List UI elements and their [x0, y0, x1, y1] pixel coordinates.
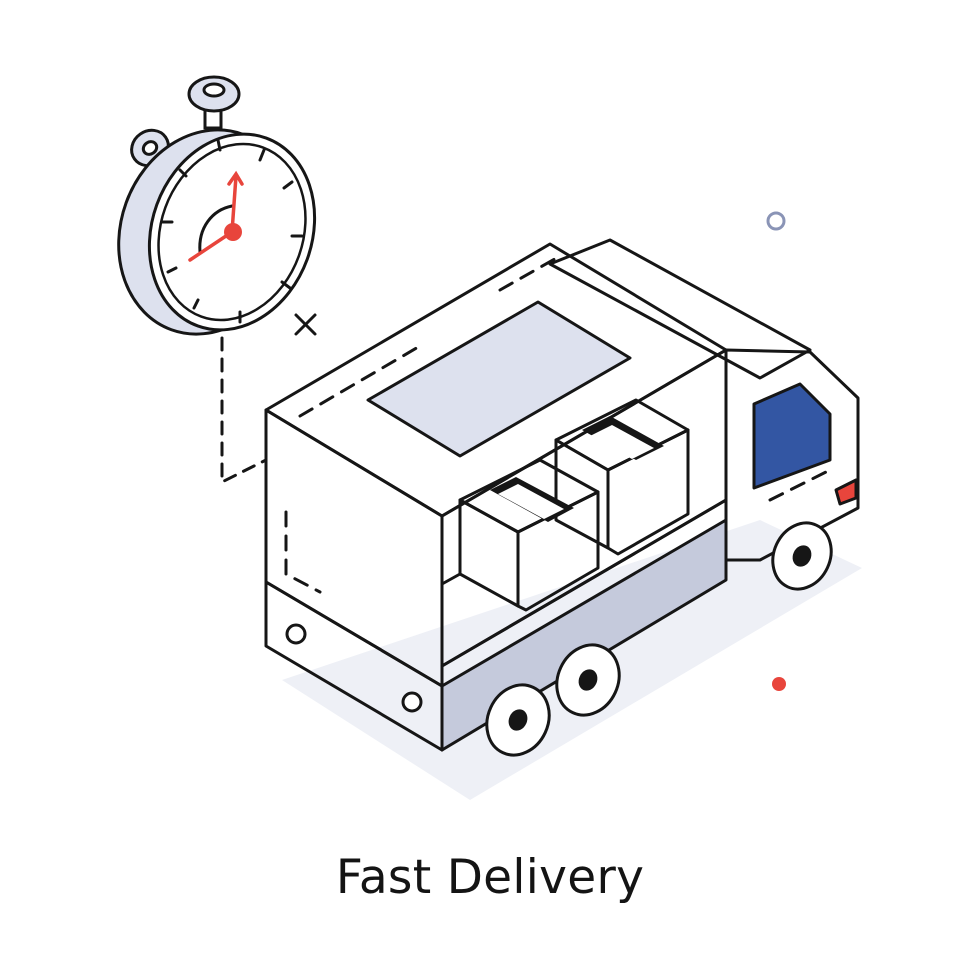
rear-wheel-1 [485, 683, 551, 757]
dashed-connector [220, 336, 268, 485]
front-wheel [771, 521, 833, 591]
cab-window [752, 382, 832, 490]
cross-decoration [294, 313, 317, 336]
stopwatch-icon [117, 75, 317, 336]
caption-title: Fast Delivery [335, 850, 645, 905]
rear-wheel-2 [555, 643, 621, 717]
red-dot-decoration [772, 677, 786, 691]
decorations [294, 211, 786, 691]
package-box-icon-front [440, 458, 600, 612]
roof-panel [366, 300, 632, 458]
package-box-icon [554, 398, 690, 556]
headlight [834, 478, 858, 506]
ring-decoration [766, 211, 786, 231]
delivery-truck-icon [264, 238, 860, 757]
